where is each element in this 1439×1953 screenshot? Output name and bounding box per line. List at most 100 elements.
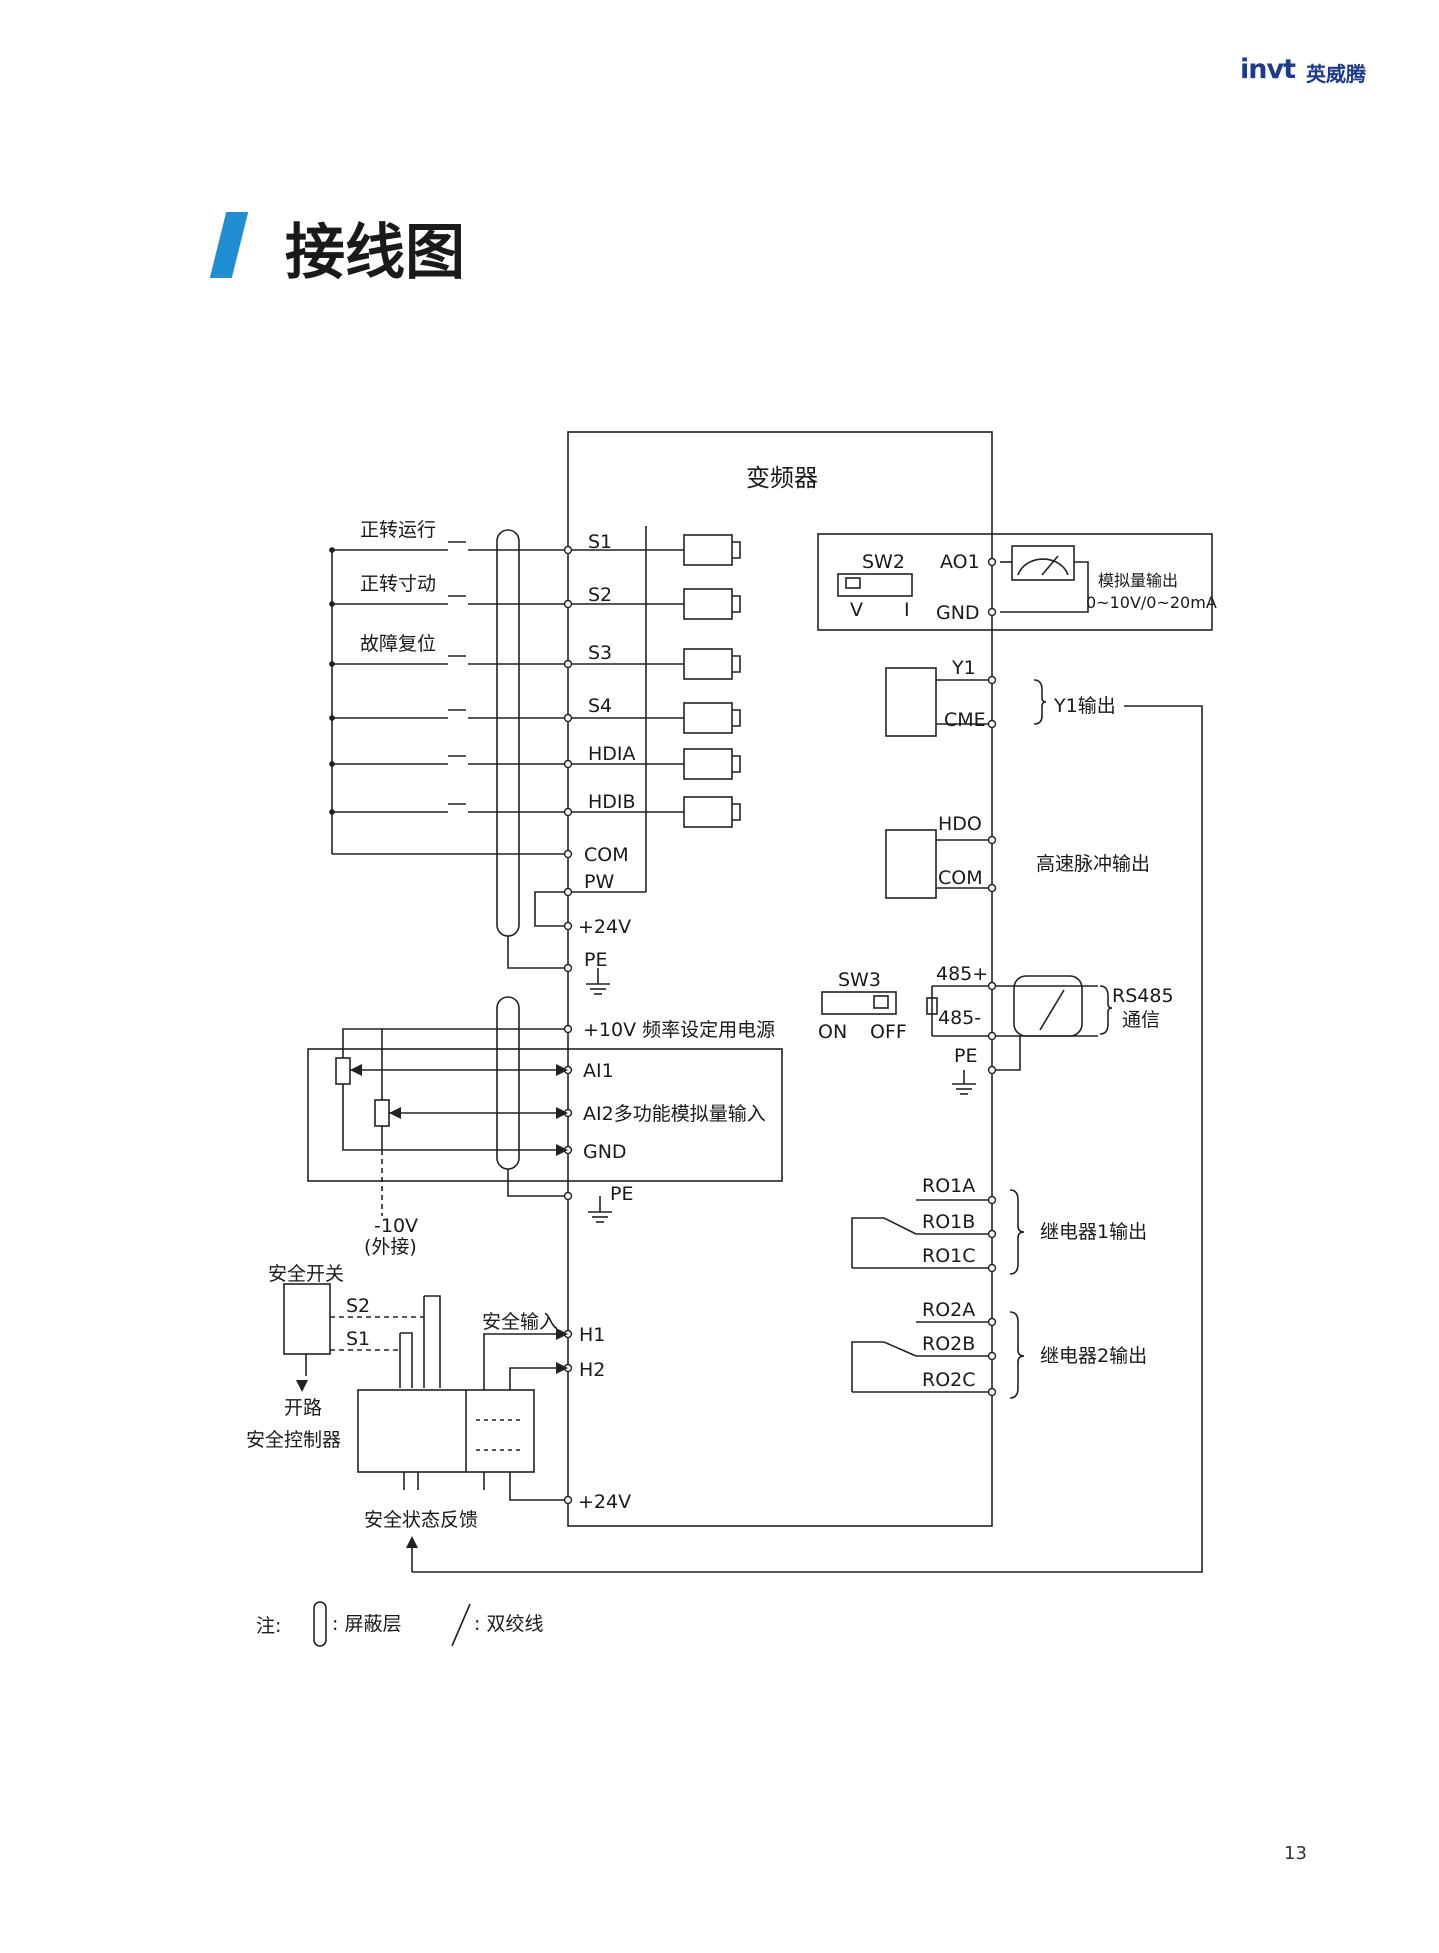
terminal-dot xyxy=(987,981,997,991)
page-title: 接线图 xyxy=(285,218,465,288)
term-ai1: AI1 xyxy=(583,1060,614,1082)
external-label: (外接) xyxy=(364,1236,417,1258)
terminal-dot xyxy=(987,1387,997,1397)
rs485-shield xyxy=(1013,975,1083,1037)
terminal-dot xyxy=(563,545,573,555)
terminal-dot xyxy=(563,1191,573,1201)
safety-controller-label: 安全控制器 xyxy=(246,1429,341,1451)
term-pw: PW xyxy=(584,871,614,893)
term-485n: 485- xyxy=(938,1007,981,1029)
term-hdo: HDO xyxy=(938,813,982,835)
ao-out-range: 0~10V/0~20mA xyxy=(1086,593,1217,612)
terminal-dot xyxy=(563,849,573,859)
rs485-comm-label: 通信 xyxy=(1122,1009,1160,1031)
term-gnd-ao: GND xyxy=(936,602,980,624)
terminal-dot xyxy=(987,1317,997,1327)
sw2-label: SW2 xyxy=(862,551,905,573)
safety-s1: S1 xyxy=(346,1328,370,1350)
optocoupler-1 xyxy=(683,588,733,620)
term-com-hdo: COM xyxy=(938,867,983,889)
sw3-label: SW3 xyxy=(838,969,881,991)
terminal-dot xyxy=(563,599,573,609)
terminal-dot xyxy=(987,1065,997,1075)
terminal-dot xyxy=(987,1351,997,1361)
term-485p: 485+ xyxy=(936,963,988,985)
terminal-dot xyxy=(987,557,997,567)
terminal-dot xyxy=(987,1031,997,1041)
meter-icon xyxy=(1011,545,1075,581)
term-ao1: AO1 xyxy=(940,551,980,573)
terminal-dot xyxy=(987,883,997,893)
optocoupler-3 xyxy=(683,702,733,734)
di-func-2: 故障复位 xyxy=(360,633,436,655)
y1-optocoupler xyxy=(885,667,937,737)
hdo-out-label: 高速脉冲输出 xyxy=(1036,853,1150,875)
terminal-dot xyxy=(987,607,997,617)
term-24v: +24V xyxy=(578,916,631,938)
sw2-switch xyxy=(837,573,913,597)
ao-box xyxy=(817,533,1213,631)
di-func-1: 正转寸动 xyxy=(360,573,436,595)
safety-input-label: 安全输入 xyxy=(482,1311,558,1333)
page-number: 13 xyxy=(1284,1843,1307,1864)
term-ro1c: RO1C xyxy=(922,1245,976,1267)
logo-mark: invt xyxy=(1240,54,1296,85)
term-pe-analog: PE xyxy=(610,1183,633,1205)
y1-out-label: Y1输出 xyxy=(1053,695,1116,717)
terminal-dot xyxy=(987,1263,997,1273)
shield-analog xyxy=(496,996,520,1170)
terminal-dot xyxy=(987,1195,997,1205)
safety-controller xyxy=(357,1389,535,1473)
neg10v-label: -10V xyxy=(374,1215,418,1237)
analog-box xyxy=(307,1048,783,1182)
term-hdia: HDIA xyxy=(588,743,636,765)
safety-s2: S2 xyxy=(346,1295,370,1317)
sw3-switch xyxy=(821,991,897,1015)
terminal-dot xyxy=(987,835,997,845)
term-gnd: GND xyxy=(583,1141,627,1163)
term-s4: S4 xyxy=(588,695,612,717)
terminal-dot xyxy=(563,759,573,769)
safety-switch xyxy=(283,1283,331,1355)
shield-digital xyxy=(496,529,520,937)
terminal-dot xyxy=(563,887,573,897)
term-h1: H1 xyxy=(579,1324,605,1346)
term-10v: +10V 频率设定用电源 xyxy=(583,1019,775,1041)
note-prefix: 注: xyxy=(256,1615,281,1637)
logo-text: 英威腾 xyxy=(1306,62,1366,86)
terminal-dot xyxy=(563,659,573,669)
ao-out-label: 模拟量输出 xyxy=(1098,571,1178,590)
safety-feedback-label: 安全状态反馈 xyxy=(364,1509,478,1531)
terminal-dot xyxy=(987,675,997,685)
pot-2 xyxy=(374,1099,390,1127)
term-s3: S3 xyxy=(588,642,612,664)
inverter-box xyxy=(567,431,993,1527)
sw3-on: ON xyxy=(818,1021,847,1043)
term-com: COM xyxy=(584,844,629,866)
term-cme: CME xyxy=(944,709,986,731)
terminal-dot xyxy=(987,719,997,729)
note-twisted: : 双绞线 xyxy=(474,1613,543,1635)
sw2-v: V xyxy=(850,599,863,621)
term-h2: H2 xyxy=(579,1359,605,1381)
relay1-label: 继电器1输出 xyxy=(1040,1221,1147,1243)
terminal-dot xyxy=(563,921,573,931)
optocoupler-4 xyxy=(683,748,733,780)
term-24v-safety: +24V xyxy=(578,1491,631,1513)
term-ro2a: RO2A xyxy=(922,1299,975,1321)
term-s1: S1 xyxy=(588,531,612,553)
open-circuit-label: 开路 xyxy=(284,1397,322,1419)
term-ai2: AI2多功能模拟量输入 xyxy=(583,1103,766,1125)
note-shield-icon xyxy=(313,1601,327,1647)
terminal-dot xyxy=(563,713,573,723)
note-twisted-icon xyxy=(451,1603,471,1647)
term-y1: Y1 xyxy=(951,657,976,679)
pot-1 xyxy=(335,1057,351,1085)
terminal-dot xyxy=(563,807,573,817)
di-func-0: 正转运行 xyxy=(360,519,436,541)
hdo-optocoupler xyxy=(885,829,937,899)
term-ro1a: RO1A xyxy=(922,1175,975,1197)
relay2-label: 继电器2输出 xyxy=(1040,1345,1147,1367)
term-ro1b: RO1B xyxy=(922,1211,975,1233)
